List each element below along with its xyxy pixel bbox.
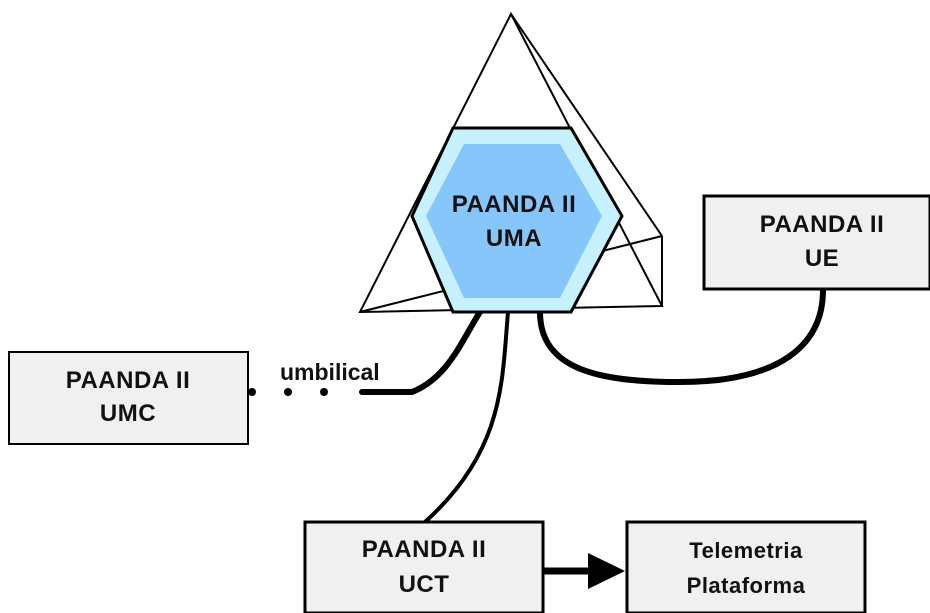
umc-box: PAANDA II UMC [8,351,249,445]
ue-label-line1: PAANDA II [760,211,885,238]
umbilical-dot [248,388,256,396]
uma-hexagon: PAANDA II UMA [410,126,624,314]
uct-label-line2: UCT [399,571,450,598]
arrow-uct-telemetria [543,553,625,589]
umbilical-dots [248,388,328,396]
cable-uma-umbilical [359,309,483,395]
uma-label-line2: UMA [486,225,542,252]
uct-label-line1: PAANDA II [362,536,487,563]
umbilical-dot [320,388,328,396]
umc-box-rect [8,351,249,445]
uct-box: PAANDA II UCT [303,520,545,613]
telemetria-label-line2: Plataforma [687,573,806,598]
uma-hexagon-inner [426,144,602,298]
cable-uma-ue [537,287,826,386]
uma-label-line1: PAANDA II [452,191,577,218]
telemetria-box: Telemetria Plataforma [625,520,867,613]
ue-box: PAANDA II UE [702,194,930,291]
ue-box-rect [702,194,930,291]
arrow-head-icon [588,553,625,589]
umc-label-line2: UMC [100,400,156,427]
cable-uma-uct [423,310,510,524]
telemetria-box-rect [625,520,867,613]
umbilical-dot [284,388,292,396]
pyramid-edge-back [510,13,663,237]
telemetria-label-line1: Telemetria [689,538,803,563]
umc-label-line1: PAANDA II [66,367,191,394]
connectors [359,287,826,524]
umbilical-label: umbilical [280,359,380,385]
ue-label-line2: UE [805,245,839,272]
